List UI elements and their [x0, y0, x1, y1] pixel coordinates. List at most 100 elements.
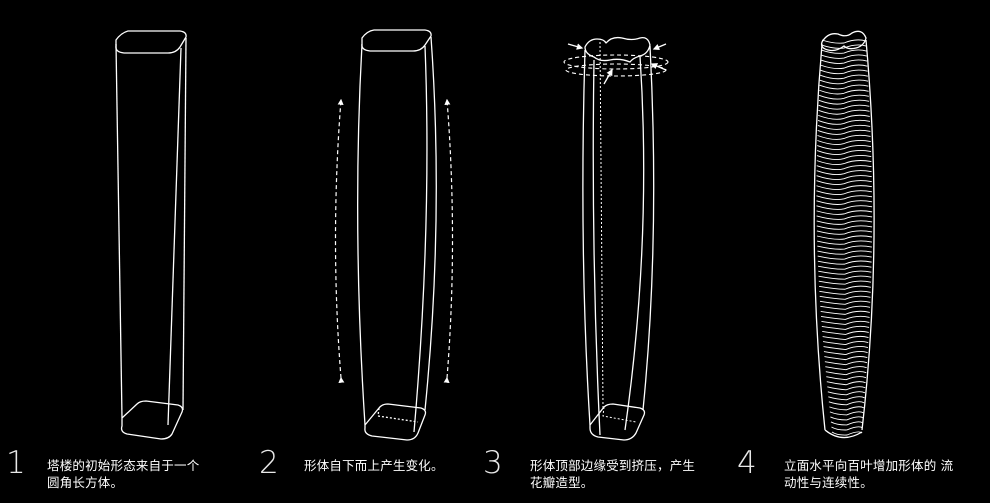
- louvre-band: [826, 381, 866, 386]
- louvre-band: [831, 431, 863, 436]
- louvre-band: [820, 315, 870, 320]
- tower-4-outline: [813, 43, 826, 431]
- louvre-band: [819, 84, 869, 90]
- louvre-band: [816, 170, 872, 176]
- louvre-band: [817, 144, 871, 150]
- louvre-band: [818, 104, 870, 110]
- step-1-caption: 塔楼的初始形态来自于一个 圆角长方体。: [47, 458, 200, 490]
- louvre-band: [816, 195, 873, 200]
- louvre-band: [816, 165, 872, 171]
- step-2-number: 2: [259, 445, 279, 481]
- louvre-band: [816, 220, 873, 225]
- louvre-band: [816, 230, 873, 235]
- louvre-band: [822, 335, 869, 340]
- louvre-band: [828, 401, 865, 406]
- louvre-band: [816, 200, 873, 205]
- louvre-band: [821, 54, 867, 59]
- louvre-band: [817, 240, 873, 245]
- louvre-band: [816, 160, 872, 166]
- louvre-band: [827, 386, 866, 391]
- louvre-band: [822, 330, 869, 335]
- tower-2-top: [361, 29, 432, 52]
- step-4-number: 4: [737, 445, 757, 481]
- louvre-band: [824, 361, 868, 366]
- louvre-band: [816, 185, 872, 190]
- louvre-band: [826, 376, 867, 381]
- louvre-band: [816, 149, 872, 155]
- tower-3: [563, 36, 669, 441]
- step-4-caption: 立面水平向百叶增加形体的 流 动性与连续性。: [784, 458, 954, 490]
- louvre-band: [829, 406, 865, 411]
- louvre-band: [816, 210, 873, 215]
- tower-4-outline: [820, 30, 867, 52]
- louvre-band: [820, 305, 871, 310]
- louvre-band: [816, 215, 873, 220]
- louvre-band: [818, 99, 870, 105]
- louvre-band: [816, 205, 873, 210]
- tower-2-base: [364, 403, 427, 441]
- louvre-band: [817, 255, 872, 260]
- tower-3-petal-top: [584, 36, 651, 63]
- tower-3-base: [589, 403, 646, 441]
- louvre-band: [830, 421, 864, 426]
- louvre-band: [817, 260, 872, 265]
- louvre-band: [817, 139, 871, 145]
- tower-3-compression-arrows: [567, 43, 667, 85]
- louvre-band: [817, 245, 872, 250]
- louvre-band: [821, 39, 867, 44]
- louvre-band: [828, 396, 865, 401]
- louvre-band: [820, 64, 868, 70]
- louvre-band: [821, 49, 867, 54]
- louvre-band: [816, 190, 873, 195]
- louvre-band: [824, 356, 868, 361]
- louvre-band: [818, 109, 870, 115]
- louvre-band: [819, 300, 871, 305]
- louvre-band: [823, 345, 869, 351]
- step-3-caption: 形体顶部边缘受到挤压，产生 花瓣造型。: [530, 458, 696, 490]
- tower-1-top: [115, 30, 187, 54]
- louvre-band: [816, 235, 873, 240]
- louvre-band: [816, 175, 872, 181]
- louvre-band: [818, 94, 869, 100]
- louvre-band: [817, 129, 871, 135]
- louvre-band: [818, 114, 870, 120]
- tower-4-outline: [861, 39, 875, 431]
- louvre-band: [830, 416, 864, 421]
- louvre-band: [820, 59, 868, 64]
- louvre-band: [825, 366, 867, 371]
- louvre-band: [819, 285, 871, 290]
- step-1-number: 1: [6, 445, 26, 481]
- louvre-band: [818, 275, 872, 280]
- louvre-band: [821, 325, 870, 330]
- louvre-band: [817, 250, 872, 255]
- louvre-band: [823, 351, 868, 356]
- louvre-band: [827, 391, 866, 396]
- louvre-band: [821, 320, 870, 325]
- tower-1-base: [120, 400, 184, 440]
- tower-2-arrows: [334, 98, 454, 384]
- louvre-band: [825, 371, 867, 376]
- louvre-band: [820, 310, 870, 315]
- louvre-band: [829, 411, 864, 416]
- louvre-band: [831, 426, 863, 431]
- louvre-band: [816, 180, 872, 185]
- louvre-band: [819, 89, 869, 95]
- step-3-number: 3: [483, 445, 503, 481]
- tower-4: [813, 30, 875, 439]
- louvre-band: [819, 295, 871, 300]
- louvre-band: [818, 270, 872, 275]
- step-2-caption: 形体自下而上产生变化。: [304, 458, 444, 473]
- louvre-band: [822, 340, 869, 345]
- louvre-band: [817, 124, 871, 130]
- tower-1: [115, 30, 187, 440]
- louvre-band: [819, 290, 871, 295]
- louvre-band: [819, 79, 869, 85]
- louvre-band: [818, 280, 872, 285]
- louvre-band: [817, 119, 871, 125]
- louvre-band: [821, 44, 867, 49]
- louvre-band: [816, 155, 872, 161]
- louvre-band: [817, 134, 871, 140]
- louvre-band: [817, 265, 872, 270]
- tower-4-outline: [824, 429, 863, 439]
